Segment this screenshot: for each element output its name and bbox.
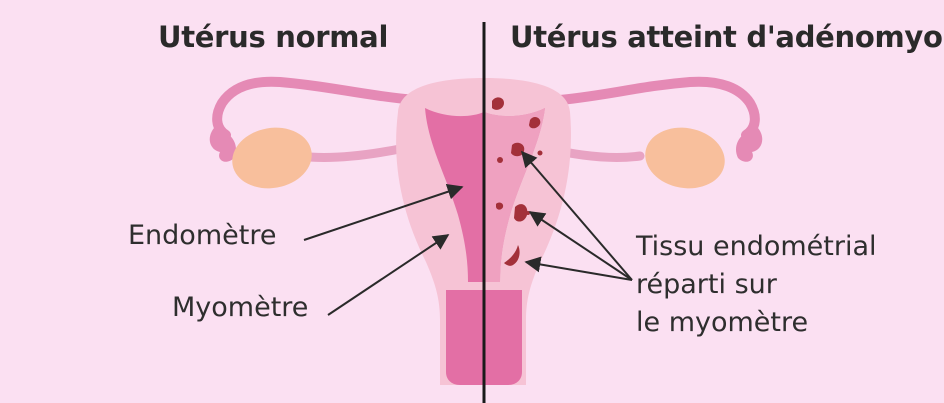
ovary-right bbox=[640, 122, 729, 195]
lesion bbox=[538, 151, 543, 156]
label-tissu-endometrial: Tissu endométrial réparti sur le myomètr… bbox=[636, 228, 877, 342]
lesion bbox=[526, 211, 530, 215]
arrow-tissu-3 bbox=[526, 262, 632, 280]
label-tissu-line3: le myomètre bbox=[636, 304, 877, 342]
fimbriae-right bbox=[736, 128, 762, 162]
lesion bbox=[497, 157, 503, 163]
fallopian-tube-left bbox=[217, 82, 415, 135]
fallopian-tube-right bbox=[560, 82, 755, 135]
fimbriae-left bbox=[210, 128, 236, 162]
ovarian-ligament-left bbox=[300, 148, 405, 157]
label-tissu-line2: réparti sur bbox=[636, 266, 877, 304]
label-endometre: Endomètre bbox=[128, 220, 276, 251]
lesion bbox=[511, 143, 524, 156]
ovary-left bbox=[227, 122, 316, 195]
title-adenomyosis-uterus: Utérus atteint d'adénomyose bbox=[510, 20, 944, 54]
label-tissu-line1: Tissu endométrial bbox=[636, 228, 877, 266]
arrow-myometre bbox=[328, 235, 448, 315]
label-myometre: Myomètre bbox=[172, 292, 308, 323]
title-normal-uterus: Utérus normal bbox=[158, 20, 388, 54]
